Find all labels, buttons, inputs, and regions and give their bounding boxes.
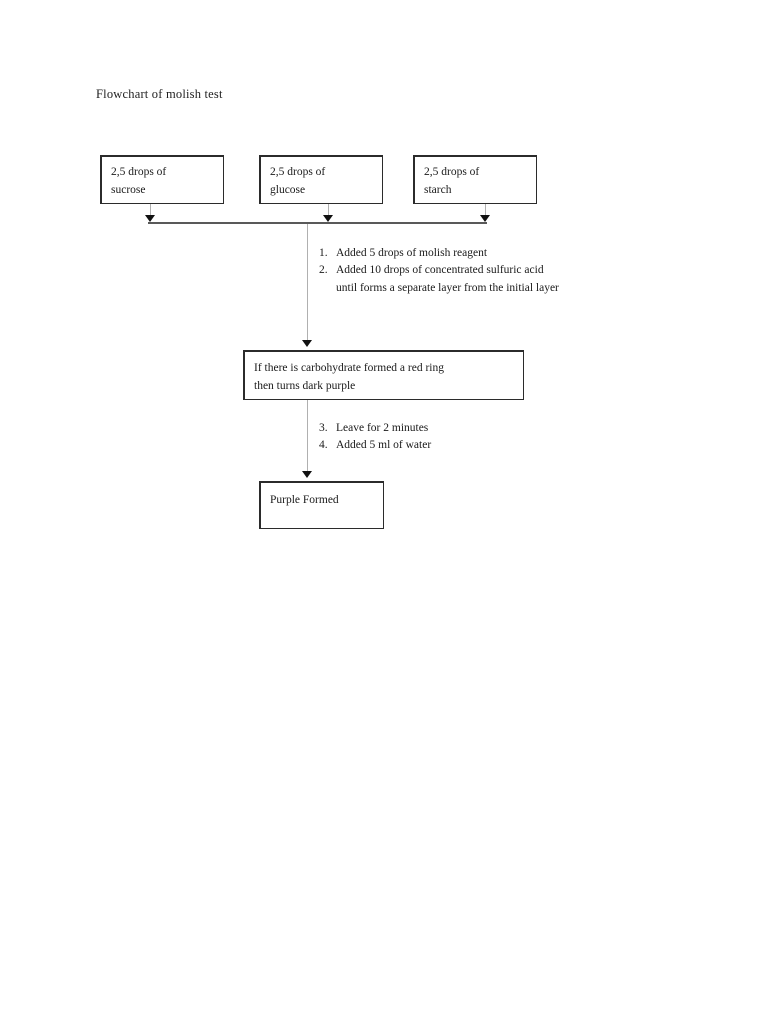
arrowhead-down-icon-sucrose [145,215,155,222]
flow-node-starch-line-2: starch [424,183,452,196]
step-number: 4. [319,439,328,452]
step-number: 2. [319,264,328,277]
flow-node-purple-formed: Purple Formed [259,481,384,529]
step-item: 1. Added 5 drops of molish reagent [319,245,565,262]
page-title: Flowchart of molish test [96,87,223,101]
step-item: 3. Leave for 2 minutes [319,420,519,437]
step-text: Added 10 drops of concentrated sulfuric … [336,264,559,294]
flow-node-glucose-line-1: 2,5 drops of [270,166,326,178]
step-text: Leave for 2 minutes [336,422,429,434]
step-item: 4. Added 5 ml of water [319,437,519,454]
steps-list-lower: 3. Leave for 2 minutes 4. Added 5 ml of … [319,420,519,455]
arrowhead-down-icon-starch [480,215,490,222]
flow-node-glucose-line-2: glucose [270,183,306,196]
flow-node-starch-line-1: 2,5 drops of [424,166,480,178]
steps-list-upper: 1. Added 5 drops of molish reagent 2. Ad… [319,245,565,297]
flow-node-sucrose-line-2: sucrose [111,183,146,196]
flow-node-result-red-ring: If there is carbohydrate formed a red ri… [243,350,524,400]
flow-node-result-line-1: If there is carbohydrate formed a red ri… [254,362,444,374]
arrowhead-down-icon-to-final-box [302,471,312,478]
flow-node-starch: 2,5 drops of starch [413,155,537,204]
flow-node-purple-formed-line-1: Purple Formed [270,494,339,506]
connector-line-glucose [328,204,329,218]
step-text: Added 5 ml of water [336,439,432,452]
step-number: 1. [319,247,328,259]
step-item: 2. Added 10 drops of concentrated sulfur… [319,262,565,297]
connector-line-to-final-box [307,400,308,471]
connector-join-bar [148,222,487,224]
flow-node-sucrose-line-1: 2,5 drops of [111,166,167,178]
flow-node-sucrose: 2,5 drops of sucrose [100,155,224,204]
flow-node-result-line-2: then turns dark purple [254,379,356,392]
connector-line-sucrose [150,204,151,218]
connector-line-starch [485,204,486,218]
step-number: 3. [319,422,328,434]
arrowhead-down-icon-glucose [323,215,333,222]
connector-line-to-result-box [307,224,308,340]
step-text: Added 5 drops of molish reagent [336,247,488,259]
flow-node-glucose: 2,5 drops of glucose [259,155,383,204]
arrowhead-down-icon-to-result-box [302,340,312,347]
